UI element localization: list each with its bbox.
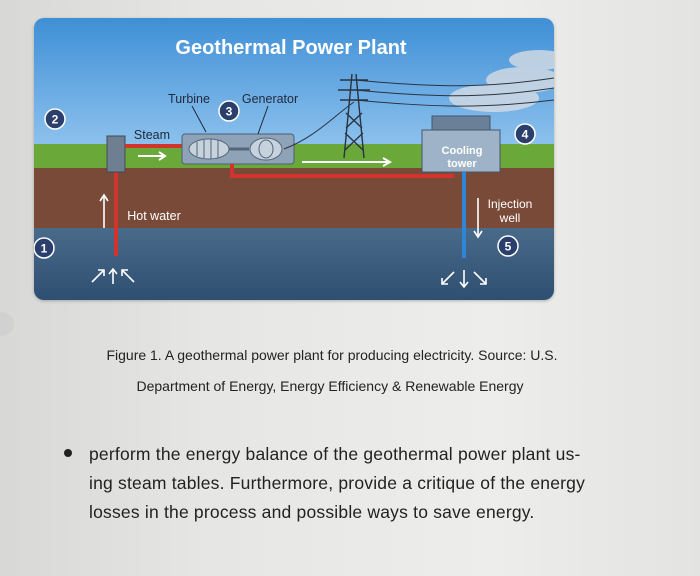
cooling-tower-label-2: tower (447, 158, 477, 170)
geothermal-figure: Geothermal Power Plant (34, 18, 554, 300)
power-lines (283, 77, 554, 150)
transmission-tower-icon (338, 73, 370, 159)
power-arrow-icon (302, 157, 393, 167)
task-line-1: perform the energy balance of the geothe… (89, 444, 581, 464)
marker-1: 1 (34, 237, 55, 259)
marker-4: 4 (514, 123, 536, 145)
svg-text:4: 4 (522, 128, 529, 142)
soil-layer (34, 168, 554, 230)
bullet-icon (64, 449, 72, 457)
injection-well-label-2: well (499, 211, 521, 225)
svg-text:3: 3 (226, 105, 233, 119)
up-arrow-icon (99, 193, 109, 228)
reservoir-inflow-arrows (91, 267, 135, 284)
figure-caption-line-2: Department of Energy, Energy Efficiency … (136, 378, 524, 394)
reservoir-layer (34, 228, 554, 300)
cooling-tower-label-1: Cooling (442, 145, 483, 157)
generator-label: Generator (242, 92, 298, 106)
wellhead (106, 135, 126, 173)
production-well-pipe (114, 138, 118, 256)
task-line-2: ing steam tables. Furthermore, provide a… (89, 473, 586, 493)
reservoir-outflow-arrows (441, 270, 487, 289)
down-arrow-icon (473, 198, 483, 239)
cooling-tower (421, 129, 501, 173)
generator-icon (249, 137, 283, 161)
injection-well-pipe (462, 172, 466, 258)
figure-caption-line-1: Figure 1. A geothermal power plant for p… (106, 347, 558, 363)
task-line-3: losses in the process and possible ways … (89, 502, 535, 522)
hot-water-label: Hot water (127, 209, 181, 223)
steam-arrow-icon (138, 151, 167, 161)
return-pipe (230, 174, 454, 178)
steam-pipe (125, 144, 187, 148)
cooling-tower-fans (431, 115, 491, 131)
injection-well-label-1: Injection (488, 197, 533, 211)
svg-text:1: 1 (41, 242, 48, 256)
steam-label: Steam (134, 128, 170, 142)
turbine-label: Turbine (168, 92, 210, 106)
marker-3: 3 (218, 100, 240, 122)
figure-title: Geothermal Power Plant (175, 37, 407, 59)
task-text: perform the energy balance of the geothe… (89, 440, 654, 527)
svg-text:2: 2 (52, 113, 59, 127)
marker-2: 2 (44, 108, 66, 130)
task-bullet: perform the energy balance of the geothe… (64, 440, 654, 527)
turbine-icon (188, 138, 230, 160)
background-blob (0, 312, 14, 336)
steam-cloud (449, 50, 554, 112)
marker-5: 5 (497, 235, 519, 257)
svg-text:5: 5 (505, 240, 512, 254)
